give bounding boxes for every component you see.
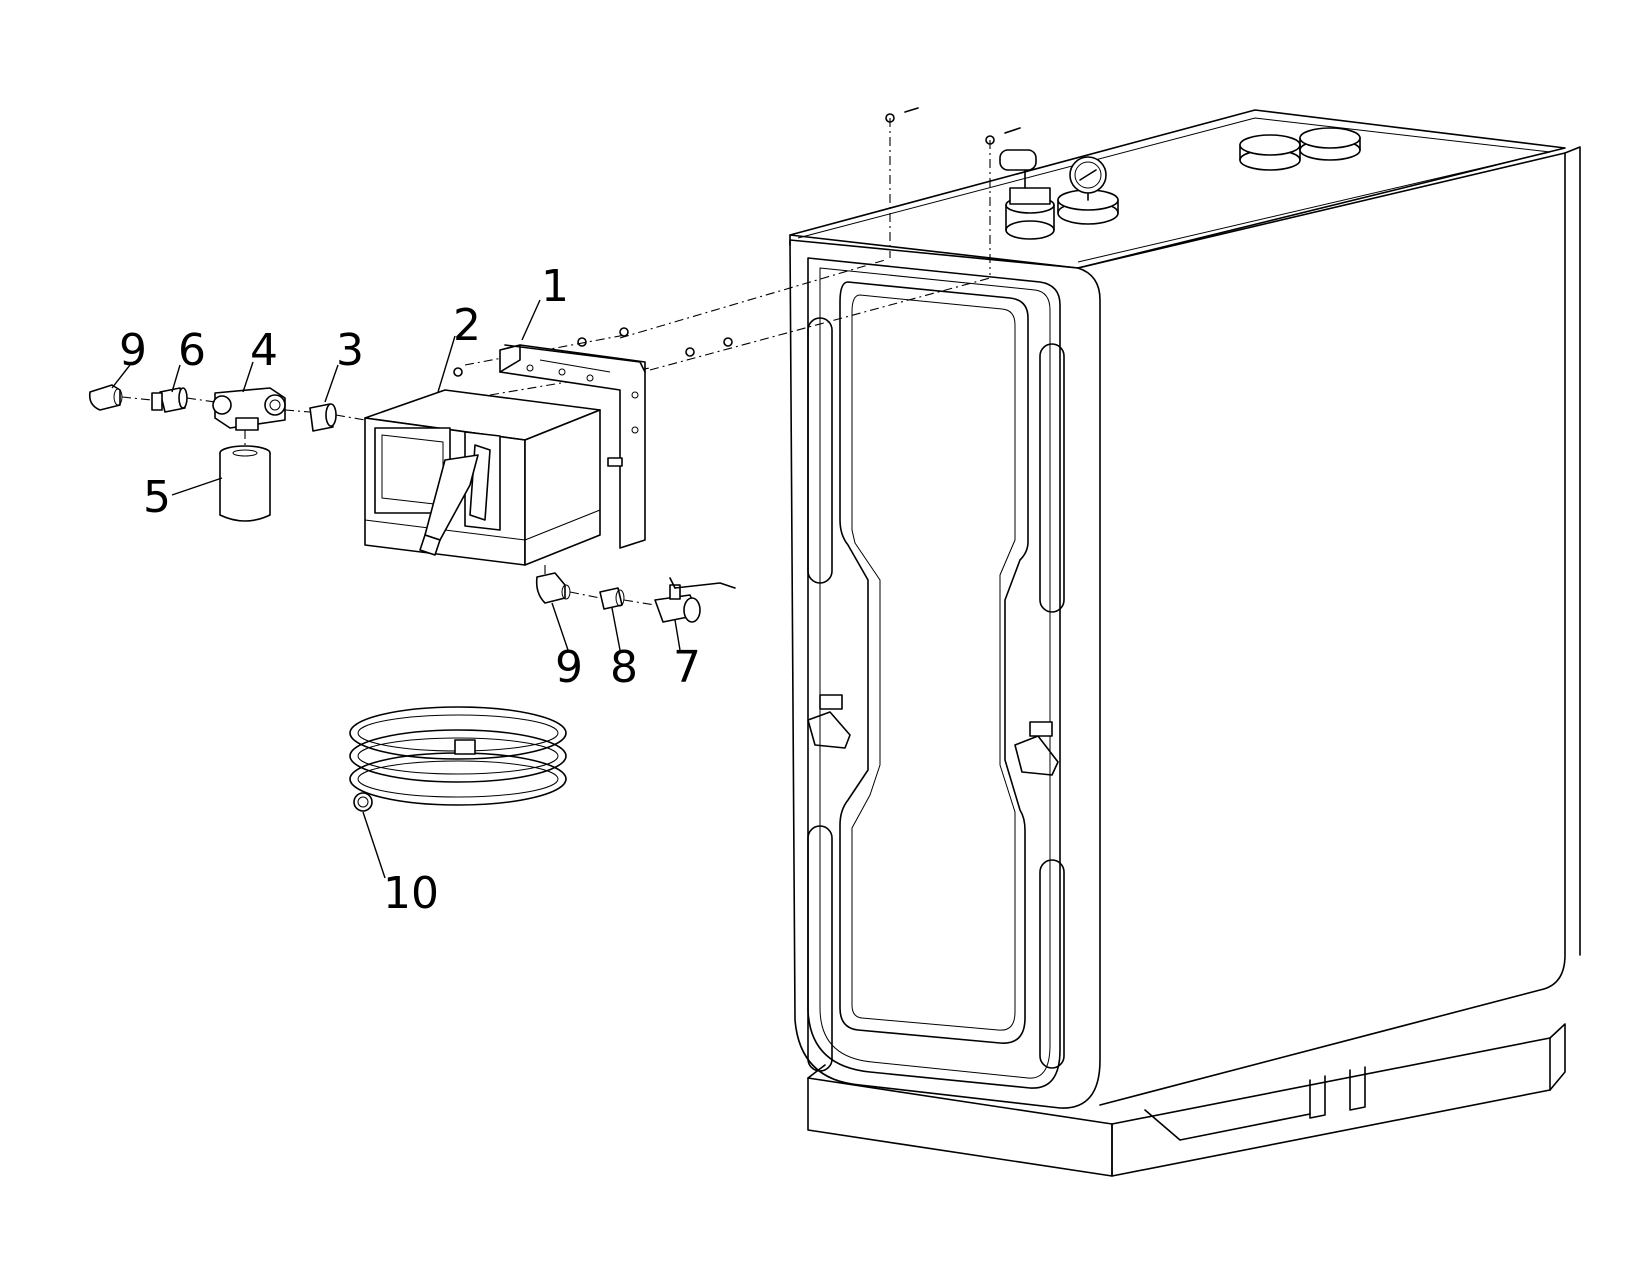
callout-6: 6: [178, 325, 206, 376]
tank-top-bungs: [999, 127, 1361, 240]
callout-9-upper: 9: [119, 325, 147, 376]
callout-9-lower: 9: [555, 642, 583, 693]
leader-lines: [111, 299, 681, 879]
mounting-fasteners: [453, 107, 1021, 396]
part-9-elbow-lower: [535, 565, 601, 604]
tank-inner-panel: [839, 281, 1029, 1044]
part-8-bushing: [599, 587, 656, 610]
part-6-adapter: [151, 387, 216, 413]
callout-3: 3: [336, 325, 364, 376]
tank-side-slots: [807, 317, 1065, 1072]
part-9-elbow-upper: [88, 384, 153, 411]
part-3-nipple: [309, 403, 366, 432]
callout-4: 4: [250, 325, 278, 376]
tank-front-frame: [807, 257, 1061, 1089]
part-7-ball-valve: [654, 577, 736, 623]
tank-lifting-handle-left: [807, 694, 851, 749]
callout-labels: 1 2 3 4 5 6 7 8 9 9 10: [119, 261, 701, 919]
callout-1: 1: [541, 261, 569, 312]
part-10-hose: [349, 706, 567, 812]
callout-10: 10: [383, 868, 439, 919]
callout-2: 2: [453, 300, 481, 351]
part-2-pump-cabinet: [364, 389, 601, 566]
callout-5: 5: [143, 472, 171, 523]
tank-lifting-handle-right: [1014, 721, 1059, 776]
part-4-filter-head: [212, 387, 311, 431]
tank-front-face: [789, 239, 1101, 1109]
fuel-tank: [789, 109, 1581, 1177]
tank-side-face: [1077, 152, 1566, 1106]
tank-skid-base: [807, 1023, 1566, 1177]
part-5-filter-element: [219, 430, 271, 522]
part-1-mounting-bracket: [499, 344, 646, 549]
tank-top-face: [789, 109, 1566, 269]
callout-8: 8: [610, 642, 638, 693]
callout-7: 7: [673, 642, 701, 693]
